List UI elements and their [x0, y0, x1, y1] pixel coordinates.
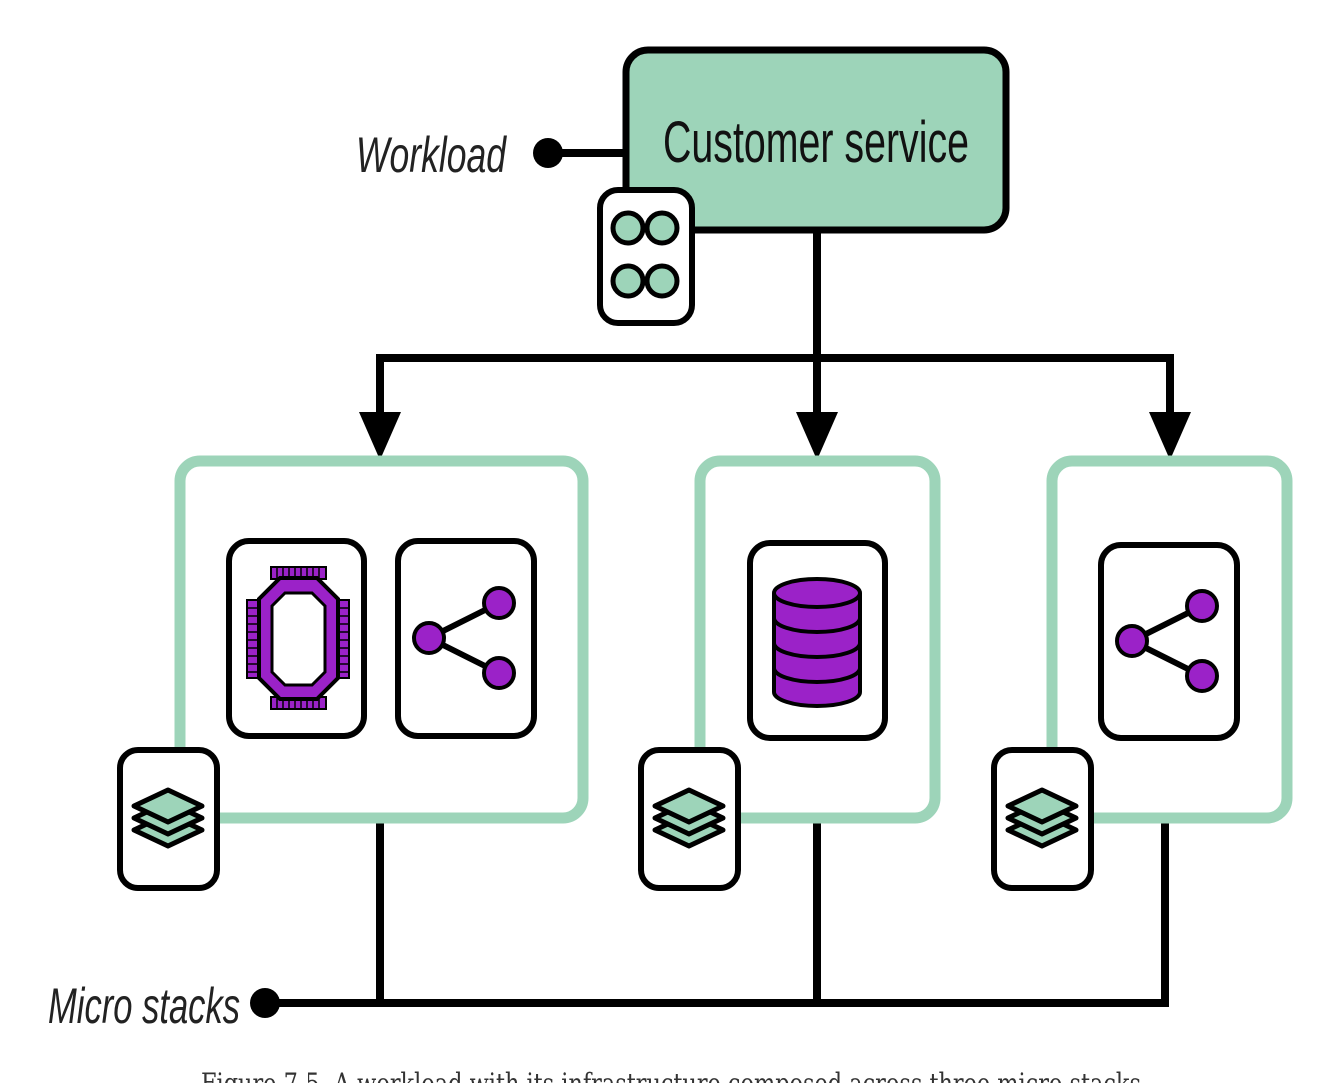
customer-service-box — [622, 46, 1010, 234]
database-icon — [747, 540, 888, 741]
micro-stack-right — [991, 455, 1293, 891]
layers-icon — [117, 747, 220, 891]
share-network-icon — [1098, 542, 1240, 741]
customer-service-title: Customer service — [663, 110, 969, 175]
grid-of-circles-icon — [597, 187, 695, 326]
layers-icon — [991, 747, 1094, 891]
arrowhead-right — [1149, 412, 1191, 460]
micro-stack-middle — [638, 455, 941, 891]
micro-stack-left — [117, 455, 589, 891]
cpu-chip-icon — [226, 538, 367, 739]
arrowhead-middle — [796, 412, 838, 460]
customer-service-node: Customer service — [622, 46, 1010, 234]
micro-stacks-dot — [250, 988, 280, 1018]
arrowheads — [359, 412, 1191, 460]
figure-caption: Figure 7-5. A workload with its infrastr… — [201, 1067, 1141, 1083]
arrowhead-left — [359, 412, 401, 460]
connector-lines — [261, 149, 1174, 1007]
micro-stacks-label: Micro stacks — [48, 978, 240, 1034]
workload-label: Workload — [356, 127, 508, 183]
workload-dot — [533, 138, 563, 168]
layers-icon — [638, 747, 741, 891]
share-network-icon — [395, 538, 537, 739]
